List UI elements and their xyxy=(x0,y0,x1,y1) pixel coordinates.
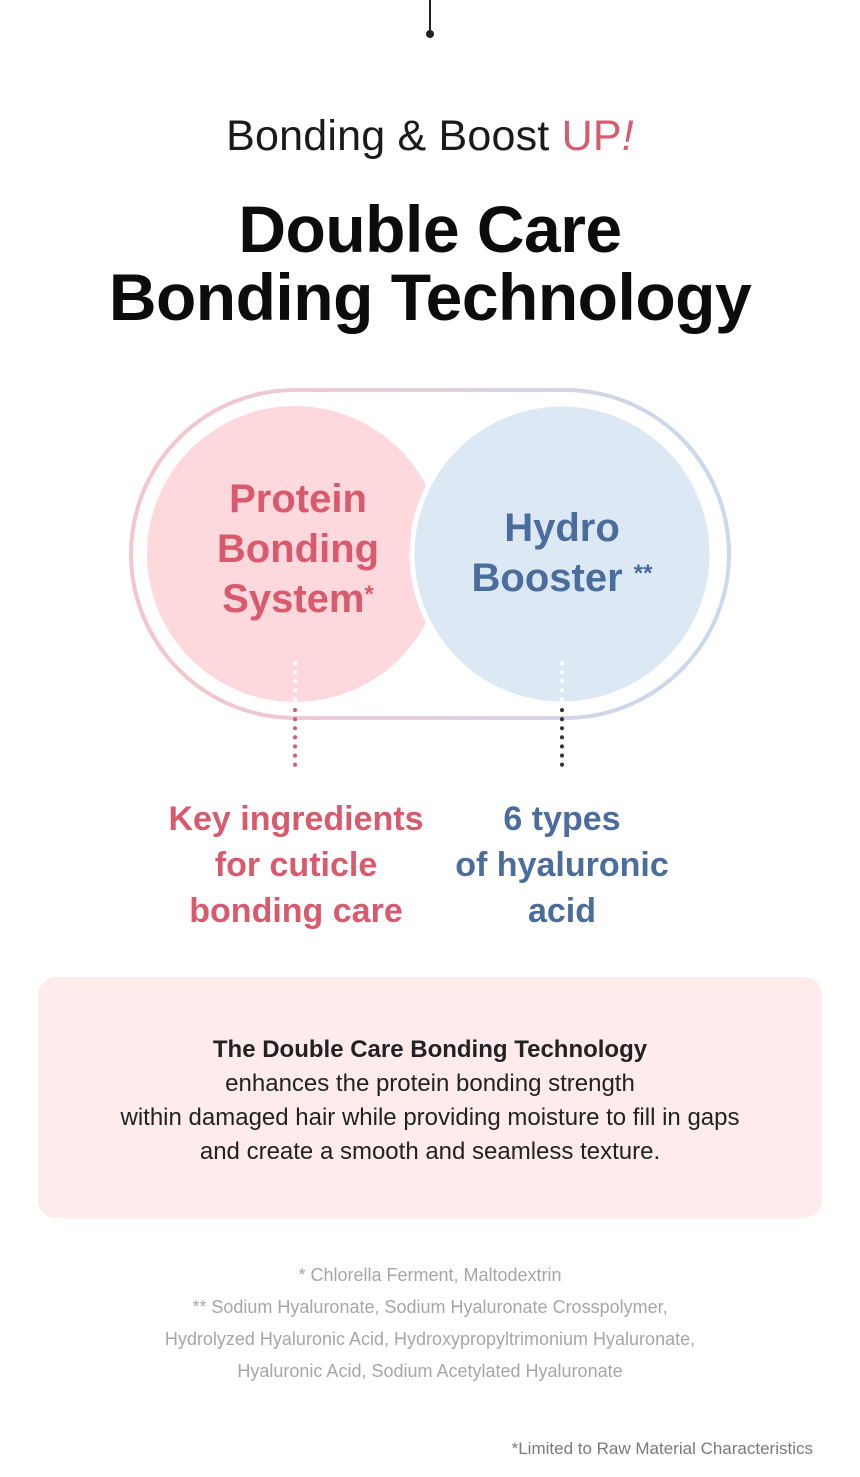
info-line-2: within damaged hair while providing mois… xyxy=(120,1104,740,1131)
protein-caption-line-1: Key ingredients xyxy=(168,800,424,838)
title-line-1: Double Care xyxy=(238,192,622,266)
subtitle: Bonding & Boost UP! xyxy=(0,112,860,161)
protein-label-line-3: System* xyxy=(148,574,448,624)
info-text: The Double Care Bonding Technology enhan… xyxy=(38,1033,822,1169)
hydro-circle xyxy=(409,401,715,707)
double-care-diagram xyxy=(129,388,731,774)
hydro-label-booster: Booster xyxy=(471,556,623,600)
protein-caption: Key ingredients for cuticle bonding care xyxy=(146,796,446,934)
hydro-caption-line-1: 6 types xyxy=(503,800,621,838)
protein-label-system: System xyxy=(222,577,365,621)
disclaimer: *Limited to Raw Material Characteristics xyxy=(511,1439,813,1458)
protein-bonding-system-label: Protein Bonding System* xyxy=(148,474,448,624)
top-connector-dot xyxy=(426,30,434,38)
hydro-label-line-2: Booster ** xyxy=(412,553,712,603)
note-line-1: * Chlorella Ferment, Maltodextrin xyxy=(298,1265,562,1285)
info-heading: The Double Care Bonding Technology xyxy=(212,1036,648,1063)
page-title: Double Care Bonding Technology xyxy=(0,195,860,331)
hydro-footnote-mark: ** xyxy=(633,560,653,587)
hydro-booster-label: Hydro Booster ** xyxy=(412,503,712,603)
hydro-caption-line-2: of hyaluronic xyxy=(455,846,669,884)
note-line-2: ** Sodium Hyaluronate, Sodium Hyaluronat… xyxy=(192,1297,668,1317)
protein-caption-line-2: for cuticle xyxy=(214,846,378,884)
subtitle-prefix: Bonding & Boost xyxy=(226,112,562,160)
protein-circle xyxy=(147,406,443,702)
title-line-2: Bonding Technology xyxy=(108,260,752,334)
protein-footnote-mark: * xyxy=(364,581,374,608)
protein-label-line-1: Protein xyxy=(229,477,367,521)
note-line-3: Hydrolyzed Hyaluronic Acid, Hydroxypropy… xyxy=(164,1329,696,1349)
info-line-1: enhances the protein bonding strength xyxy=(225,1070,635,1097)
note-line-4: Hyaluronic Acid, Sodium Acetylated Hyalu… xyxy=(237,1361,623,1381)
info-box xyxy=(38,977,822,1218)
protein-label-line-2: Bonding xyxy=(216,527,380,571)
hydro-label-line-1: Hydro xyxy=(504,506,620,550)
top-connector-line xyxy=(429,0,431,30)
hydro-caption-line-3: acid xyxy=(527,892,597,930)
ingredient-notes: * Chlorella Ferment, Maltodextrin ** Sod… xyxy=(0,1259,860,1387)
info-line-3: and create a smooth and seamless texture… xyxy=(199,1138,661,1165)
subtitle-accent: UP xyxy=(561,112,622,160)
subtitle-bang: ! xyxy=(621,112,634,160)
hydro-caption: 6 types of hyaluronic acid xyxy=(412,796,712,934)
protein-caption-line-3: bonding care xyxy=(189,892,403,930)
